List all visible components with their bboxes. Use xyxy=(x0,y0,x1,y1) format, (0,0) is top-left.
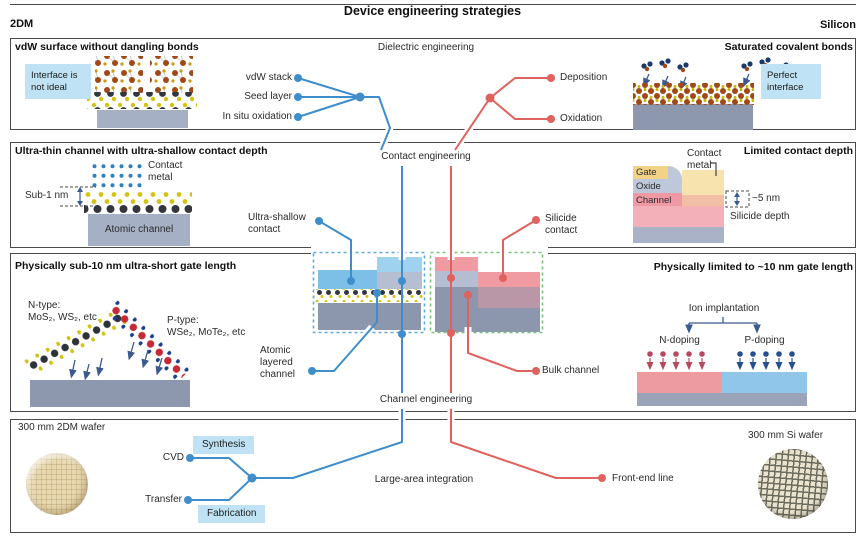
label-front-end-line: Front-end line xyxy=(612,473,674,484)
panel-large-area-integration xyxy=(10,419,856,533)
chip-interface-not-ideal: Interface is not ideal xyxy=(25,64,91,99)
label-deposition: Deposition xyxy=(560,72,608,83)
channel-region xyxy=(633,193,682,206)
label-atomic-channel: Atomic channel xyxy=(104,224,174,235)
label-n-type: N-type: xyxy=(28,300,61,311)
label-n-type-materials: MoS₂, WS₂, etc xyxy=(28,312,97,323)
wafer-2dm-image xyxy=(26,453,88,515)
oxide-region xyxy=(633,179,682,193)
n-doped-region xyxy=(637,372,722,393)
label-oxide: Oxide xyxy=(636,181,661,192)
label-channel: Channel xyxy=(636,195,672,206)
substrate-slab-row1-left xyxy=(97,110,188,128)
label-p-doping: P-doping xyxy=(744,335,785,346)
substrate-slab-row1-right xyxy=(633,104,753,130)
label-cvd: CVD xyxy=(162,452,184,463)
label-vdw-stack: vdW stack xyxy=(245,72,292,83)
label-seed-layer: Seed layer xyxy=(244,91,292,102)
label-ion-implantation: Ion implantation xyxy=(688,303,760,314)
row1-left-title: vdW surface without dangling bonds xyxy=(15,41,199,53)
top-border-line xyxy=(10,4,856,5)
label-sub-1nm: Sub-1 nm xyxy=(25,190,69,201)
doped-silicon-region xyxy=(633,206,724,227)
label-contact-metal-left: Contact metal xyxy=(148,160,183,183)
silicide-depth-region xyxy=(682,195,724,207)
row3-left-title: Physically sub-10 nm ultra-short gate le… xyxy=(15,260,237,272)
figure-title: Device engineering strategies xyxy=(343,4,522,18)
label-in-situ-oxidation: In situ oxidation xyxy=(222,111,293,122)
label-channel-engineering: Channel engineering xyxy=(379,394,473,405)
column-label-2dm: 2DM xyxy=(10,18,34,30)
wafer-si-image xyxy=(758,449,828,519)
column-label-silicon: Silicon xyxy=(819,19,856,31)
label-p-type: P-type: xyxy=(167,315,199,326)
label-silicide-contact: Silicide contact xyxy=(545,213,578,236)
label-2dm-wafer: 300 mm 2DM wafer xyxy=(18,422,106,433)
atomic-channel-slab xyxy=(88,214,190,246)
label-si-wafer: 300 mm Si wafer xyxy=(748,430,824,441)
label-gate: Gate xyxy=(636,167,657,178)
label-large-area-integration: Large-area integration xyxy=(374,474,474,485)
label-ultra-shallow-contact: Ultra-shallow contact xyxy=(248,212,306,235)
bulk-substrate xyxy=(637,393,807,406)
substrate-slab-row3-left xyxy=(30,380,190,407)
contact-metal-block xyxy=(682,170,724,195)
label-5nm: ~5 nm xyxy=(752,193,781,204)
label-atomic-layered-channel: Atomic layered channel xyxy=(260,345,296,380)
label-n-doping: N-doping xyxy=(659,335,700,346)
row1-right-title: Saturated covalent bonds xyxy=(724,41,853,53)
label-dielectric-engineering: Dielectric engineering xyxy=(377,42,475,53)
gate-region xyxy=(633,166,668,179)
p-doped-region xyxy=(722,372,807,393)
silicon-substrate xyxy=(633,227,724,243)
label-contact-engineering: Contact engineering xyxy=(381,151,471,162)
label-contact-metal-right: Contact metal xyxy=(687,148,722,171)
row3-right-title: Physically limited to ~10 nm gate length xyxy=(653,261,853,273)
label-silicide-depth: Silicide depth xyxy=(730,211,790,222)
label-oxidation: Oxidation xyxy=(560,113,603,124)
label-p-type-materials: WSe₂, MoTe₂, etc xyxy=(167,327,246,338)
chip-perfect-interface: Perfect interface xyxy=(761,64,821,99)
row2-right-title: Limited contact depth xyxy=(743,145,853,157)
label-transfer: Transfer xyxy=(145,494,182,505)
row2-left-title: Ultra-thin channel with ultra-shallow co… xyxy=(15,145,268,157)
label-bulk-channel: Bulk channel xyxy=(542,365,600,376)
chip-fabrication: Fabrication xyxy=(198,505,266,523)
chip-synthesis: Synthesis xyxy=(193,436,255,454)
